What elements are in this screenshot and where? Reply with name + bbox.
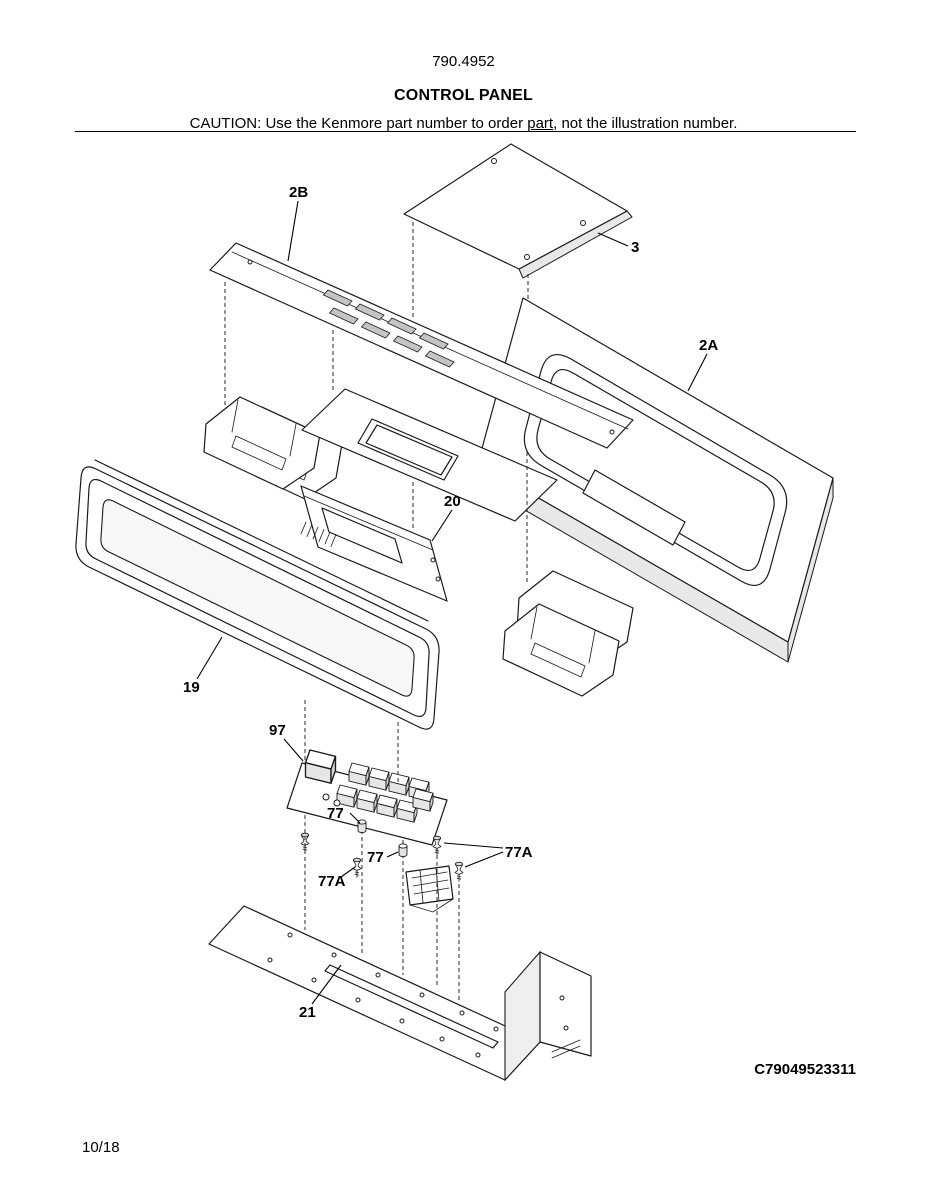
header-rule: [75, 131, 856, 132]
panel-groove-outer: [523, 353, 788, 587]
part-3-top-cover: [403, 143, 633, 279]
caution-prefix: CAUTION: Use the Kenmore part number to …: [189, 115, 528, 132]
publication-code: C79049523311: [754, 1061, 856, 1078]
leader-line-21: [311, 964, 342, 1005]
board-connector-hatch: [300, 521, 337, 547]
part-label-19: 19: [183, 679, 200, 696]
part-label-20: 20: [444, 493, 461, 510]
part-2b-vent-panel: [209, 242, 634, 522]
part-21-mounting-tray: [208, 865, 592, 1082]
transformer: [304, 749, 337, 784]
leader-line-77-lower: [386, 851, 399, 858]
tray-holes: [267, 932, 499, 1058]
tray-slot: [324, 964, 499, 1049]
leader-line-77a-right: [443, 842, 504, 868]
leader-line-3: [597, 232, 629, 247]
part-97-power-board: [286, 749, 448, 846]
tray-stud-bracket: [405, 865, 454, 913]
display-window: [321, 507, 403, 564]
page-title: CONTROL PANEL: [394, 87, 533, 104]
leader-line-2b: [287, 200, 299, 262]
caution-suffix: , not the illustration number.: [553, 115, 738, 132]
assembly-dashed-lines: [224, 222, 529, 1000]
end-bracket-left: [203, 396, 343, 500]
vent-flange-opening: [357, 418, 459, 481]
part-2a-backguard-panel: [203, 297, 834, 697]
leader-line-20: [431, 509, 453, 542]
part-label-2b: 2B: [289, 184, 308, 201]
part-label-2a: 2A: [699, 337, 718, 354]
part-label-97: 97: [269, 722, 286, 739]
vent-flange: [301, 388, 558, 522]
leader-line-19: [196, 636, 223, 680]
model-number: 790.4952: [432, 53, 495, 70]
part-19-control-overlay-panel: [75, 459, 440, 730]
part-label-3: 3: [631, 239, 639, 256]
tray-face: [208, 905, 541, 1081]
leader-line-97: [283, 738, 304, 762]
part-callouts: 2B 3 2A 20 19 97 77 77 77A 77A 21: [183, 184, 718, 1021]
tray-end-flange: [504, 950, 592, 1082]
part-label-77a-right: 77A: [505, 844, 533, 861]
vent-strip: [209, 242, 634, 449]
leader-line-77-upper: [349, 812, 361, 824]
panel-groove-inner: [536, 368, 775, 572]
part-label-77a-left: 77A: [318, 873, 346, 890]
part-20-display-board: [300, 485, 448, 602]
caution-underlined-word: part: [527, 115, 554, 132]
end-bracket-bottom: [502, 570, 634, 697]
date-code: 10/18: [82, 1139, 120, 1156]
part-label-77-upper: 77: [327, 805, 344, 822]
part-label-77-lower: 77: [367, 849, 384, 866]
leader-line-77a-left: [340, 866, 356, 878]
part-label-21: 21: [299, 1004, 316, 1021]
overlay-window: [100, 499, 415, 697]
leader-line-2a: [687, 353, 708, 392]
caution-note: CAUTION: Use the Kenmore part number to …: [0, 115, 927, 132]
display-window-cutout: [582, 469, 686, 546]
